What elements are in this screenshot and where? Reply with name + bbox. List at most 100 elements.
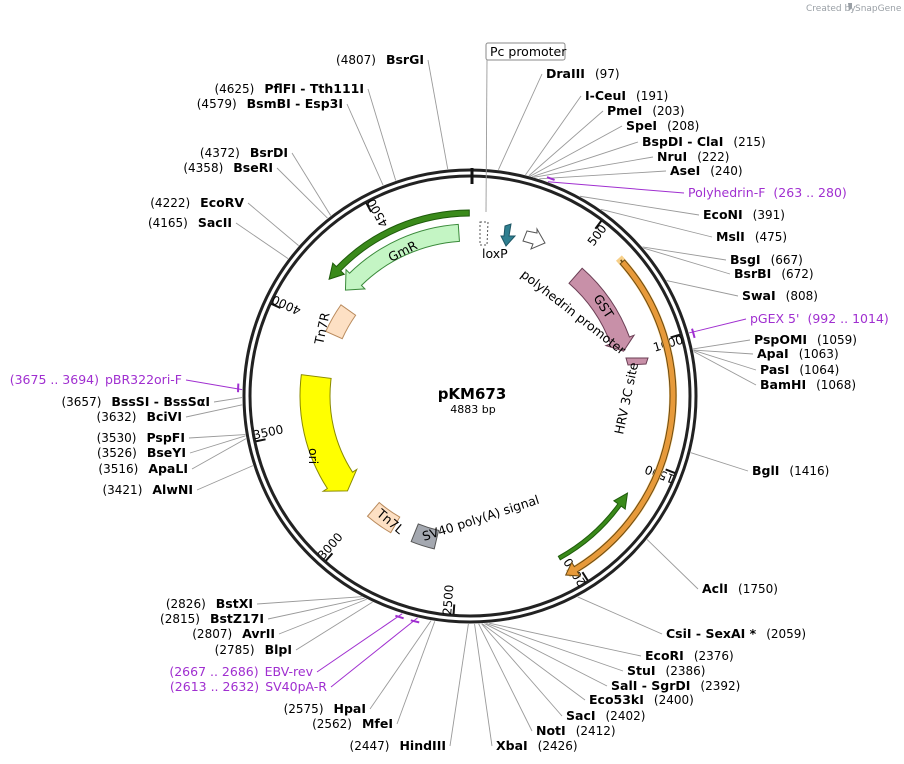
backbone-inner-ring: [248, 174, 692, 618]
enzyme-name: BamHI: [760, 377, 806, 392]
enzyme-position: (1063): [799, 347, 839, 361]
ori-label: ori: [306, 448, 321, 464]
site-pointer: [191, 438, 247, 470]
site-label: BsgI(667): [730, 252, 803, 267]
site-pointer: [693, 339, 751, 350]
enzyme-name: PspFI: [146, 430, 185, 445]
enzyme-name: Eco53kI: [589, 692, 644, 707]
enzyme-position: (4222): [150, 196, 190, 210]
gst-arrow: [568, 267, 636, 352]
site-label: BamHI(1068): [760, 377, 856, 392]
site-pointer: [427, 59, 449, 170]
site-pointer: [666, 280, 739, 297]
enzyme-name: EcoRV: [200, 195, 244, 210]
site-label: (3530) PspFI: [97, 430, 185, 445]
site-label: (2562)MfeI: [312, 716, 393, 731]
primer-pointer: [316, 613, 403, 673]
ring-tick-label: 500: [585, 222, 610, 249]
enzyme-name: MslI: [716, 229, 745, 244]
enzyme-position: (215): [733, 135, 765, 149]
enzyme-position: (391): [753, 208, 785, 222]
orf-arrow-head: [564, 259, 677, 577]
ring-tick: [665, 468, 676, 474]
backbone-outer-ring: [242, 168, 698, 624]
enzyme-position: (97): [595, 67, 620, 81]
site-pointer: [486, 622, 624, 672]
site-label: MslI(475): [716, 229, 787, 244]
primer-mark: [410, 619, 420, 624]
site-pointer: [534, 156, 654, 178]
enzyme-name: AseI: [670, 163, 700, 178]
site-label: (2815) BstZ17I: [160, 611, 264, 626]
enzyme-name: DraIII: [546, 66, 585, 81]
polyhedrin-promoter-glyph: [522, 227, 546, 250]
site-pointer: [291, 152, 332, 216]
site-labels: DraIII(97)I-CeuI(191)PmeI(203)SpeI(208)B…: [10, 52, 889, 753]
site-pointer: [643, 247, 731, 275]
site-label: EcoRI(2376): [645, 648, 734, 663]
site-pointer: [188, 434, 246, 439]
enzyme-name: XbaI: [496, 738, 528, 753]
enzyme-name: EcoNI: [703, 207, 743, 222]
site-label: Eco53kI(2400): [589, 692, 694, 707]
primer-pointer: [547, 181, 685, 194]
enzyme-position: (2575): [284, 702, 324, 716]
tn7r-label: Tn7R: [311, 311, 333, 347]
enzyme-position: (2447): [350, 739, 390, 753]
site-pointer: [346, 103, 384, 186]
enzyme-position: (667): [771, 253, 803, 267]
site-pointer: [693, 349, 754, 355]
site-pointer: [530, 125, 623, 177]
enzyme-position: (2807): [192, 627, 232, 641]
site-pointer: [693, 351, 757, 386]
enzyme-position: (2562): [312, 717, 352, 731]
plasmid-size: 4883 bp: [450, 403, 495, 416]
enzyme-position: (3421): [102, 483, 142, 497]
ori-arrow: [299, 374, 358, 492]
site-pointer: [235, 222, 289, 259]
primer-range: (992 .. 1014): [807, 311, 888, 326]
enzyme-position: (2815): [160, 612, 200, 626]
enzyme-position: (2785): [215, 643, 255, 657]
enzyme-position: (3516): [98, 462, 138, 476]
gmr-arrow: [344, 223, 460, 291]
enzyme-position: (672): [781, 267, 813, 281]
enzyme-name: BseYI: [147, 445, 186, 460]
site-pointer: [478, 623, 533, 732]
site-label: (2447)HindIII: [350, 738, 446, 753]
site-pointer: [213, 397, 243, 403]
primer-name: SV40pA-R: [265, 679, 327, 694]
site-pointer: [185, 404, 243, 418]
ring-tick: [594, 220, 603, 230]
enzyme-name: BstZ17I: [210, 611, 264, 626]
primer-label: (3675 .. 3694)pBR322ori-F: [10, 372, 182, 387]
enzyme-position: (3530): [97, 431, 137, 445]
site-pointer: [693, 349, 757, 371]
site-pointer: [600, 208, 713, 238]
primer-mark: [546, 176, 555, 181]
primer-name: Polyhedrin-F: [688, 185, 765, 200]
site-label: AseI (240): [670, 163, 743, 178]
primer-name: pGEX 5': [750, 311, 799, 326]
enzyme-name: ApaLI: [148, 461, 188, 476]
enzyme-name: AclI: [702, 581, 728, 596]
enzyme-position: (1064): [799, 363, 839, 377]
site-label: DraIII (97): [546, 66, 620, 81]
enzyme-name: CsiI - SexAI *: [666, 626, 757, 641]
site-label: XbaI(2426): [496, 738, 578, 753]
primer-label: (2667 .. 2686)EBV-rev: [169, 664, 313, 679]
pc-promoter-glyph: [500, 223, 517, 247]
primer-range: (263 .. 280): [773, 185, 846, 200]
enzyme-position: (4358): [183, 161, 223, 175]
enzyme-name: BsrDI: [250, 145, 288, 160]
enzyme-position: (240): [710, 164, 742, 178]
enzyme-position: (3657): [61, 395, 101, 409]
site-label: BspDI - ClaI(215): [642, 134, 766, 149]
enzyme-name: EcoRI: [645, 648, 684, 663]
enzyme-position: (808): [786, 289, 818, 303]
enzyme-name: PflFI - Tth111I: [264, 81, 364, 96]
ring-tick: [365, 202, 372, 213]
enzyme-position: (2386): [666, 664, 706, 678]
site-pointer: [579, 195, 700, 216]
